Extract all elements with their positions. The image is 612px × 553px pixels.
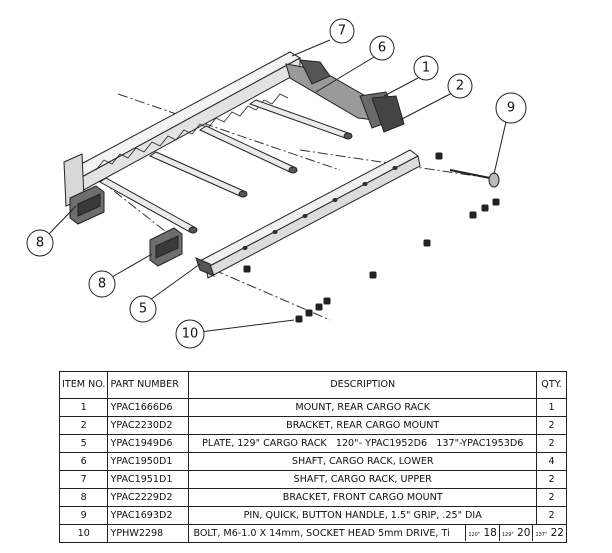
- item-no: 8: [58, 488, 109, 507]
- part-number: YPAC1951D1: [107, 470, 190, 489]
- balloon-8-lower: [88, 270, 116, 298]
- balloon-6: [369, 35, 395, 61]
- qty: 2: [536, 506, 567, 525]
- description: MOUNT, REAR CARGO RACK: [188, 398, 537, 417]
- tier-qty: 20: [517, 527, 531, 539]
- front-cargo-mount-upper: [69, 185, 105, 225]
- socket-head-bolts: [243, 152, 500, 323]
- item-no: 1: [58, 398, 109, 417]
- description: SHAFT, CARGO RACK, LOWER: [188, 452, 537, 471]
- description: SHAFT, CARGO RACK, UPPER: [188, 470, 537, 489]
- part-number: YPAC1666D6: [107, 398, 190, 417]
- balloon-7: [329, 18, 355, 44]
- description: BRACKET, REAR CARGO MOUNT: [188, 416, 537, 435]
- header-item-no: ITEM NO.: [58, 371, 109, 399]
- quick-pin: [449, 169, 500, 188]
- balloon-1: [413, 55, 439, 81]
- table-row: 9 YPAC1693D2 PIN, QUICK, BUTTON HANDLE, …: [58, 506, 567, 525]
- tier-label: 120": [468, 532, 481, 538]
- tier-129: 129" 20: [498, 525, 533, 541]
- table-row-bolts: 10 YPHW2298 BOLT, M6-1.0 X 14mm, SOCKET …: [58, 524, 567, 543]
- table-row: 8 YPAC2229D2 BRACKET, FRONT CARGO MOUNT …: [58, 488, 567, 507]
- exploded-assembly-drawing: 7 6 1 2 9 8 8 5 10: [26, 18, 527, 349]
- tier-label: 137": [535, 532, 548, 538]
- table-row: 7 YPAC1951D1 SHAFT, CARGO RACK, UPPER 2: [58, 470, 567, 489]
- item-no: 10: [58, 524, 109, 543]
- cargo-rack-plate: [195, 149, 421, 279]
- balloon-6-label: 6: [378, 41, 386, 56]
- header-description: DESCRIPTION: [188, 371, 537, 399]
- tier-137: 137" 22: [532, 525, 566, 541]
- description: PLATE, 129" CARGO RACK 120"- YPAC1952D6 …: [188, 434, 537, 453]
- balloon-8-lower-label: 8: [98, 277, 106, 292]
- upper-rack-rail: [69, 51, 302, 194]
- balloon-2: [447, 73, 473, 99]
- balloon-5: [129, 295, 157, 323]
- front-cargo-mount-lower: [149, 227, 183, 267]
- description-with-length-tiers: BOLT, M6-1.0 X 14mm, SOCKET HEAD 5mm DRI…: [188, 524, 567, 543]
- part-number: YPAC2229D2: [107, 488, 190, 507]
- qty: 2: [536, 416, 567, 435]
- qty: 2: [536, 434, 567, 453]
- description: BOLT, M6-1.0 X 14mm, SOCKET HEAD 5mm DRI…: [193, 527, 450, 539]
- balloon-8-upper: [26, 229, 54, 257]
- item-no: 2: [58, 416, 109, 435]
- qty: 2: [536, 470, 567, 489]
- balloon-10: [175, 319, 205, 349]
- part-number: YPAC1693D2: [107, 506, 190, 525]
- header-qty: QTY.: [536, 371, 567, 399]
- rear-cargo-rack-mount: [285, 59, 405, 133]
- part-number: YPAC1950D1: [107, 452, 190, 471]
- part-number: YPAC1949D6: [107, 434, 190, 453]
- table-row: 6 YPAC1950D1 SHAFT, CARGO RACK, LOWER 4: [58, 452, 567, 471]
- length-qty-tiers: 120" 18 129" 20 137" 22: [465, 525, 566, 541]
- balloon-10-label: 10: [182, 327, 199, 342]
- bill-of-materials-table: ITEM NO. PART NUMBER DESCRIPTION QTY. 1 …: [58, 371, 567, 543]
- description: BRACKET, FRONT CARGO MOUNT: [188, 488, 537, 507]
- table-row: 5 YPAC1949D6 PLATE, 129" CARGO RACK 120"…: [58, 434, 567, 453]
- balloon-2-label: 2: [456, 79, 464, 94]
- item-no: 6: [58, 452, 109, 471]
- balloon-8-upper-label: 8: [36, 236, 44, 251]
- item-no: 5: [58, 434, 109, 453]
- balloon-1-label: 1: [422, 61, 430, 76]
- description: PIN, QUICK, BUTTON HANDLE, 1.5" GRIP, .2…: [188, 506, 537, 525]
- balloon-7-label: 7: [338, 24, 346, 39]
- item-no: 7: [58, 470, 109, 489]
- bom-header-row: ITEM NO. PART NUMBER DESCRIPTION QTY.: [58, 371, 567, 399]
- leader-lines: [47, 39, 507, 333]
- header-part-number: PART NUMBER: [107, 371, 190, 399]
- table-row: 2 YPAC2230D2 BRACKET, REAR CARGO MOUNT 2: [58, 416, 567, 435]
- qty: 1: [536, 398, 567, 417]
- item-no: 9: [58, 506, 109, 525]
- tier-120: 120" 18: [465, 525, 499, 541]
- qty: 2: [536, 488, 567, 507]
- part-number: YPAC2230D2: [107, 416, 190, 435]
- balloon-5-label: 5: [139, 302, 147, 317]
- tier-qty: 18: [483, 527, 497, 539]
- balloon-9: [495, 92, 527, 124]
- cargo-rack-shafts: [99, 99, 353, 234]
- tier-qty: 22: [550, 527, 564, 539]
- qty: 4: [536, 452, 567, 471]
- balloon-9-label: 9: [507, 101, 515, 116]
- part-number: YPHW2298: [107, 524, 190, 543]
- table-row: 1 YPAC1666D6 MOUNT, REAR CARGO RACK 1: [58, 398, 567, 417]
- tier-label: 129": [501, 532, 514, 538]
